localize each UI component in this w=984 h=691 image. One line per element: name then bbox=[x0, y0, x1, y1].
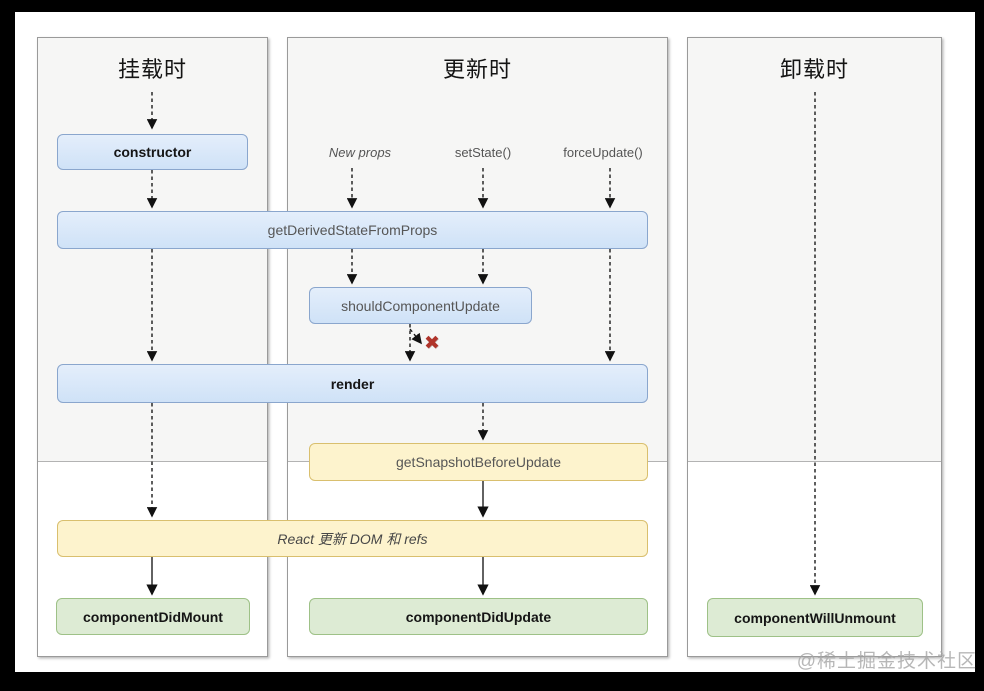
node-render: render bbox=[57, 364, 648, 403]
watermark: @稀土掘金技术社区 bbox=[796, 651, 977, 672]
trigger-force-update: forceUpdate() bbox=[563, 145, 643, 160]
trigger-set-state: setState() bbox=[454, 145, 512, 160]
update-blocked-icon: ✖ bbox=[424, 333, 440, 354]
node-component-did-mount: componentDidMount bbox=[56, 598, 250, 635]
render-phase-region bbox=[688, 38, 941, 462]
node-get-snapshot-before-update: getSnapshotBeforeUpdate bbox=[309, 443, 648, 481]
node-react-updates-dom: React 更新 DOM 和 refs bbox=[57, 520, 648, 557]
panel-mounting-title: 挂载时 bbox=[117, 57, 187, 82]
panel-mounting: 挂载时 bbox=[37, 37, 268, 657]
node-component-will-unmount: componentWillUnmount bbox=[707, 598, 923, 637]
panel-updating: 更新时 bbox=[287, 37, 668, 657]
node-component-did-update: componentDidUpdate bbox=[309, 598, 648, 635]
panel-updating-title: 更新时 bbox=[442, 57, 512, 82]
node-constructor: constructor bbox=[57, 134, 248, 170]
node-get-derived-state-from-props: getDerivedStateFromProps bbox=[57, 211, 648, 249]
node-should-component-update: shouldComponentUpdate bbox=[309, 287, 532, 324]
panel-unmounting: 卸载时 bbox=[687, 37, 942, 657]
trigger-new-props: New props bbox=[328, 145, 392, 160]
panel-unmounting-title: 卸载时 bbox=[779, 57, 849, 82]
